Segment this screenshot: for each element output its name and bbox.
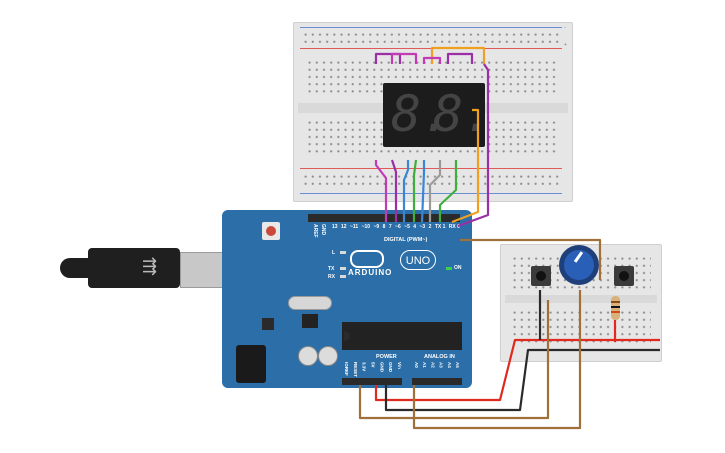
pushbutton-right[interactable] <box>614 266 634 286</box>
pin-13: 13 <box>332 224 338 230</box>
usb-cable[interactable] <box>60 258 90 278</box>
brand-label: ARDUINO <box>348 268 393 277</box>
rail-top-holes <box>302 31 560 47</box>
pin-a5: A5 <box>454 362 460 368</box>
small-bb-holes-bottom <box>511 309 651 343</box>
resistor[interactable] <box>611 296 620 320</box>
pin-a1: A1 <box>422 362 428 368</box>
pin-5: ~5 <box>404 224 410 230</box>
rail-top-red <box>300 27 562 28</box>
rail-bottom-red <box>300 168 562 169</box>
aref-label: AREF <box>312 224 318 238</box>
rail-bottom-blue <box>300 193 562 194</box>
reset-button-cap <box>266 226 276 236</box>
rx-led-label: RX <box>328 274 335 280</box>
pin-rx: RX 0 <box>448 224 460 230</box>
on-led <box>446 267 452 270</box>
tx-led-label: TX <box>328 266 335 272</box>
pin-a2: A2 <box>430 362 436 368</box>
model-badge: UNO <box>400 250 436 270</box>
pin-ioref: IOREF <box>344 362 349 376</box>
dc-power-jack[interactable] <box>236 345 266 383</box>
pin-3v3: 3.3V <box>361 362 367 372</box>
crystal-oscillator <box>288 296 332 310</box>
analog-header[interactable] <box>412 378 462 385</box>
pushbutton-right-cap <box>619 271 629 281</box>
digit-1: 8. <box>391 85 452 143</box>
pin-5v: 5V <box>370 362 376 368</box>
digital-label: DIGITAL (PWM~) <box>384 237 428 243</box>
resistor-band-2 <box>611 306 620 308</box>
arduino-logo-icon <box>350 250 384 268</box>
rail-top-red-2 <box>300 48 562 49</box>
digit-2: 8. <box>433 85 494 143</box>
icsp-header <box>262 318 274 330</box>
chip-notch <box>344 331 350 341</box>
rx-led <box>340 275 346 278</box>
on-label: ON <box>454 265 462 271</box>
pin-9: ~9 <box>373 224 380 230</box>
pin-a4: A4 <box>446 362 452 368</box>
pin-2: 2 <box>428 224 432 230</box>
analog-label: ANALOG IN <box>424 354 455 360</box>
potentiometer[interactable] <box>559 245 599 285</box>
pin-8: 8 <box>382 224 386 230</box>
l-led <box>340 251 346 254</box>
power-label: POWER <box>376 354 397 360</box>
seven-segment-display[interactable]: 8. 8. <box>383 83 493 147</box>
capacitor-2 <box>318 346 338 366</box>
l-led-label: L <box>332 250 336 256</box>
power-pin-labels: IOREF RESET 3.3V 5V GND GND Vin <box>344 362 402 377</box>
gnd-label: GND <box>320 224 326 236</box>
rail-bottom-holes <box>302 173 560 189</box>
small-bb-channel <box>505 295 657 303</box>
pin-reset: RESET <box>352 362 358 378</box>
pin-4: 4 <box>413 224 417 230</box>
pushbutton-left-cap <box>536 271 546 281</box>
usb-icon: ⇶ <box>142 256 158 276</box>
pushbutton-left[interactable] <box>531 266 551 286</box>
pin-7: 7 <box>388 224 392 230</box>
pin-vin: Vin <box>396 362 402 369</box>
pin-gnd-2: GND <box>388 362 394 372</box>
usb-b-connector <box>180 252 224 288</box>
power-header[interactable] <box>342 378 402 385</box>
digital-pin-labels: 13 12 ~11 ~10 ~9 8 7 ~6 ~5 4 ~3 2 TX 1 R… <box>332 224 460 238</box>
pin-gnd-1: GND <box>379 362 385 372</box>
pin-6: ~6 <box>395 224 401 230</box>
analog-pin-labels: A0 A1 A2 A3 A4 A5 <box>414 362 460 368</box>
usb-plug-body[interactable]: ⇶ <box>88 248 180 288</box>
usb-chip <box>302 314 318 328</box>
pin-11: ~11 <box>349 224 359 230</box>
pin-a3: A3 <box>438 362 444 368</box>
reset-button[interactable] <box>262 222 280 240</box>
rail-minus-label: - <box>564 25 566 31</box>
pin-10: ~10 <box>361 224 371 230</box>
tx-led <box>340 267 346 270</box>
resistor-band-1 <box>611 301 620 303</box>
digital-header[interactable] <box>308 214 460 222</box>
pin-a0: A0 <box>414 362 419 368</box>
model-label: UNO <box>405 255 431 267</box>
pin-3: ~3 <box>419 224 426 230</box>
resistor-band-3 <box>611 311 620 313</box>
capacitor-1 <box>298 346 318 366</box>
rail-plus-label: + <box>564 42 567 48</box>
pin-tx: TX 1 <box>434 224 446 230</box>
atmega-chip <box>342 322 462 350</box>
pin-12: 12 <box>340 224 347 230</box>
